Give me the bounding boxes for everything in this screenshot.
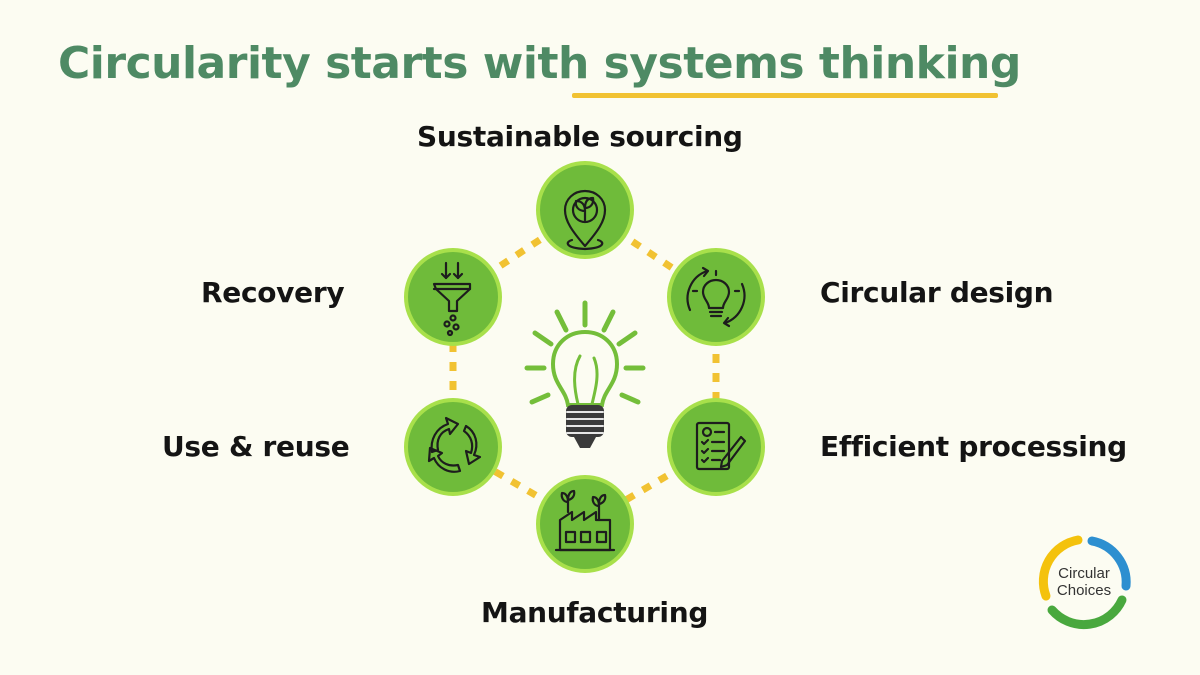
node-manufacturing <box>536 475 634 573</box>
page-title: Circularity starts with systems thinking <box>58 38 1021 89</box>
circular-choices-logo <box>1038 535 1131 630</box>
node-circular-design <box>667 248 765 346</box>
label-sustainable-sourcing: Sustainable sourcing <box>417 120 743 153</box>
filter-funnel-icon <box>432 261 472 337</box>
node-efficient-processing <box>667 398 765 496</box>
label-use-and-reuse: Use & reuse <box>162 430 350 463</box>
lightbulb-cycle-icon <box>686 266 746 328</box>
label-recovery: Recovery <box>201 276 345 309</box>
logo-line-2: Choices <box>1056 582 1112 599</box>
checklist-pencil-icon <box>695 421 747 471</box>
node-sustainable-sourcing <box>536 161 634 259</box>
recycle-arrows-icon <box>427 416 482 473</box>
plant-location-pin-icon <box>563 189 607 251</box>
label-circular-design: Circular design <box>820 276 1054 309</box>
lightbulb-icon <box>524 300 646 448</box>
node-use-and-reuse <box>404 398 502 496</box>
label-efficient-processing: Efficient processing <box>820 430 1127 463</box>
logo-text: Circular Choices <box>1032 565 1136 599</box>
logo-line-1: Circular <box>1058 565 1110 582</box>
node-recovery <box>404 248 502 346</box>
green-factory-icon <box>554 489 616 552</box>
title-underline <box>572 93 998 98</box>
label-manufacturing: Manufacturing <box>481 596 709 629</box>
